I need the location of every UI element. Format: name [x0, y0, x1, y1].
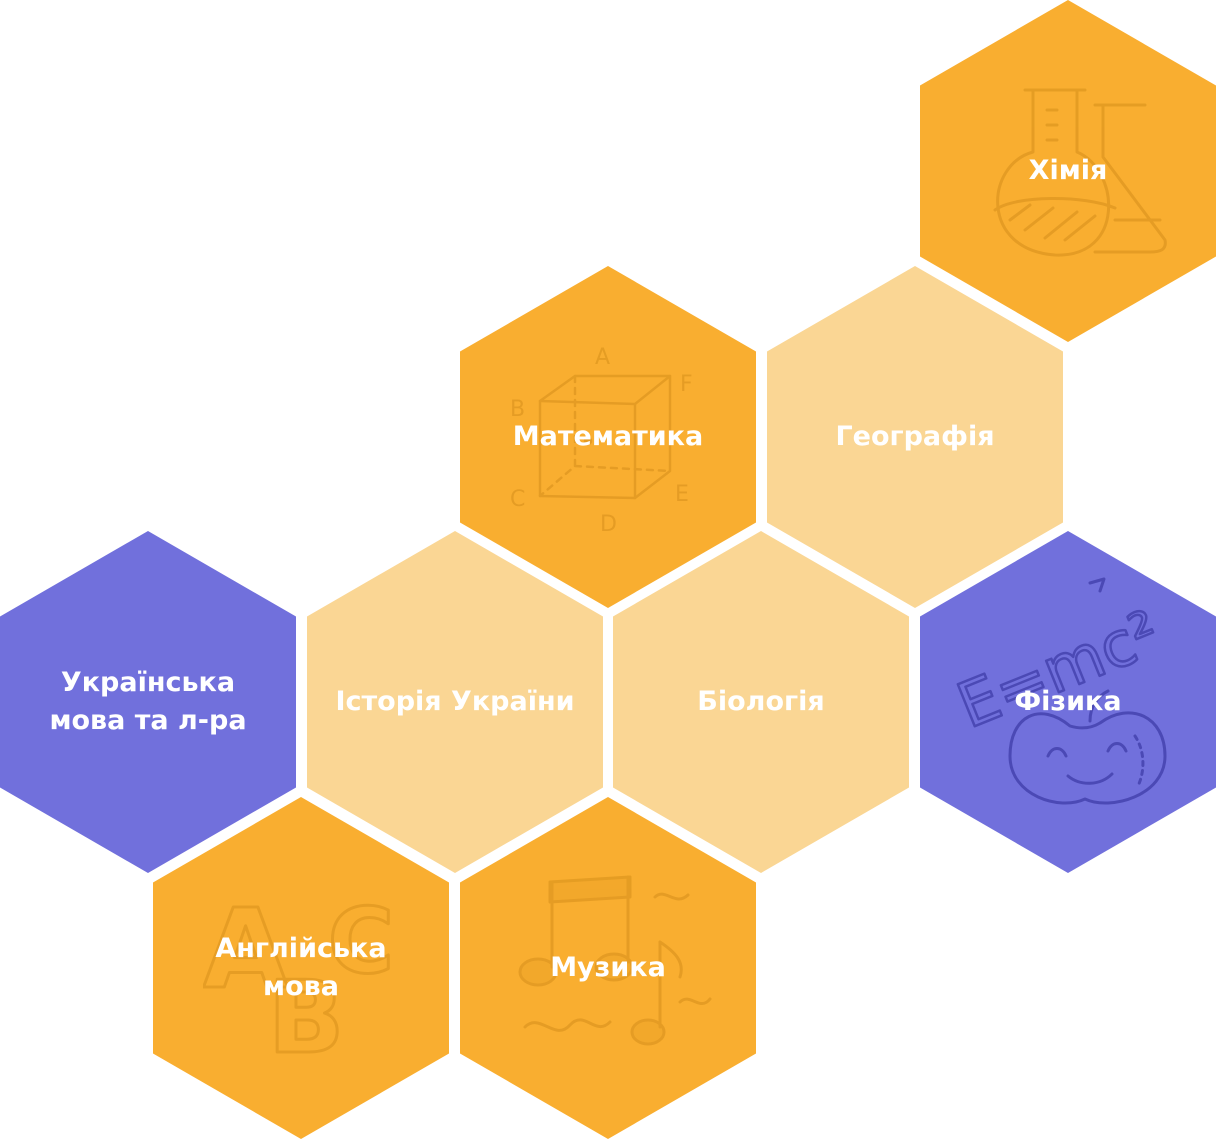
hex-ukrainian[interactable]: Українська мова та л-ра — [0, 531, 296, 873]
hex-biology[interactable]: Біологія — [613, 531, 909, 873]
cube-letter-d: D — [600, 512, 617, 536]
label-physics: Фізика — [1014, 686, 1122, 718]
hex-physics[interactable]: E=mc² Фізика — [920, 531, 1216, 873]
label-ukrainian: Українська мова та л-ра — [49, 667, 247, 736]
cube-letter-c: C — [510, 487, 525, 512]
hex-geography[interactable]: Географія — [767, 266, 1063, 608]
cube-letter-a: A — [595, 346, 610, 370]
hex-english[interactable]: A B C Англійська мова — [153, 797, 449, 1139]
label-geography: Географія — [835, 421, 995, 453]
hex-math[interactable]: A B C D E F Математика — [460, 266, 756, 608]
label-math: Математика — [512, 421, 704, 453]
label-history: Історія України — [335, 686, 575, 718]
hex-history[interactable]: Історія України — [307, 531, 603, 873]
cube-letter-e: E — [675, 482, 689, 507]
label-english: Англійська мова — [215, 933, 387, 1002]
hex-music[interactable]: Музика — [460, 797, 756, 1139]
label-chemistry: Хімія — [1028, 155, 1108, 187]
hex-chemistry[interactable]: Хімія — [920, 0, 1216, 342]
cube-letter-f: F — [680, 372, 693, 397]
label-music: Музика — [550, 952, 666, 984]
label-biology: Біологія — [697, 686, 825, 718]
